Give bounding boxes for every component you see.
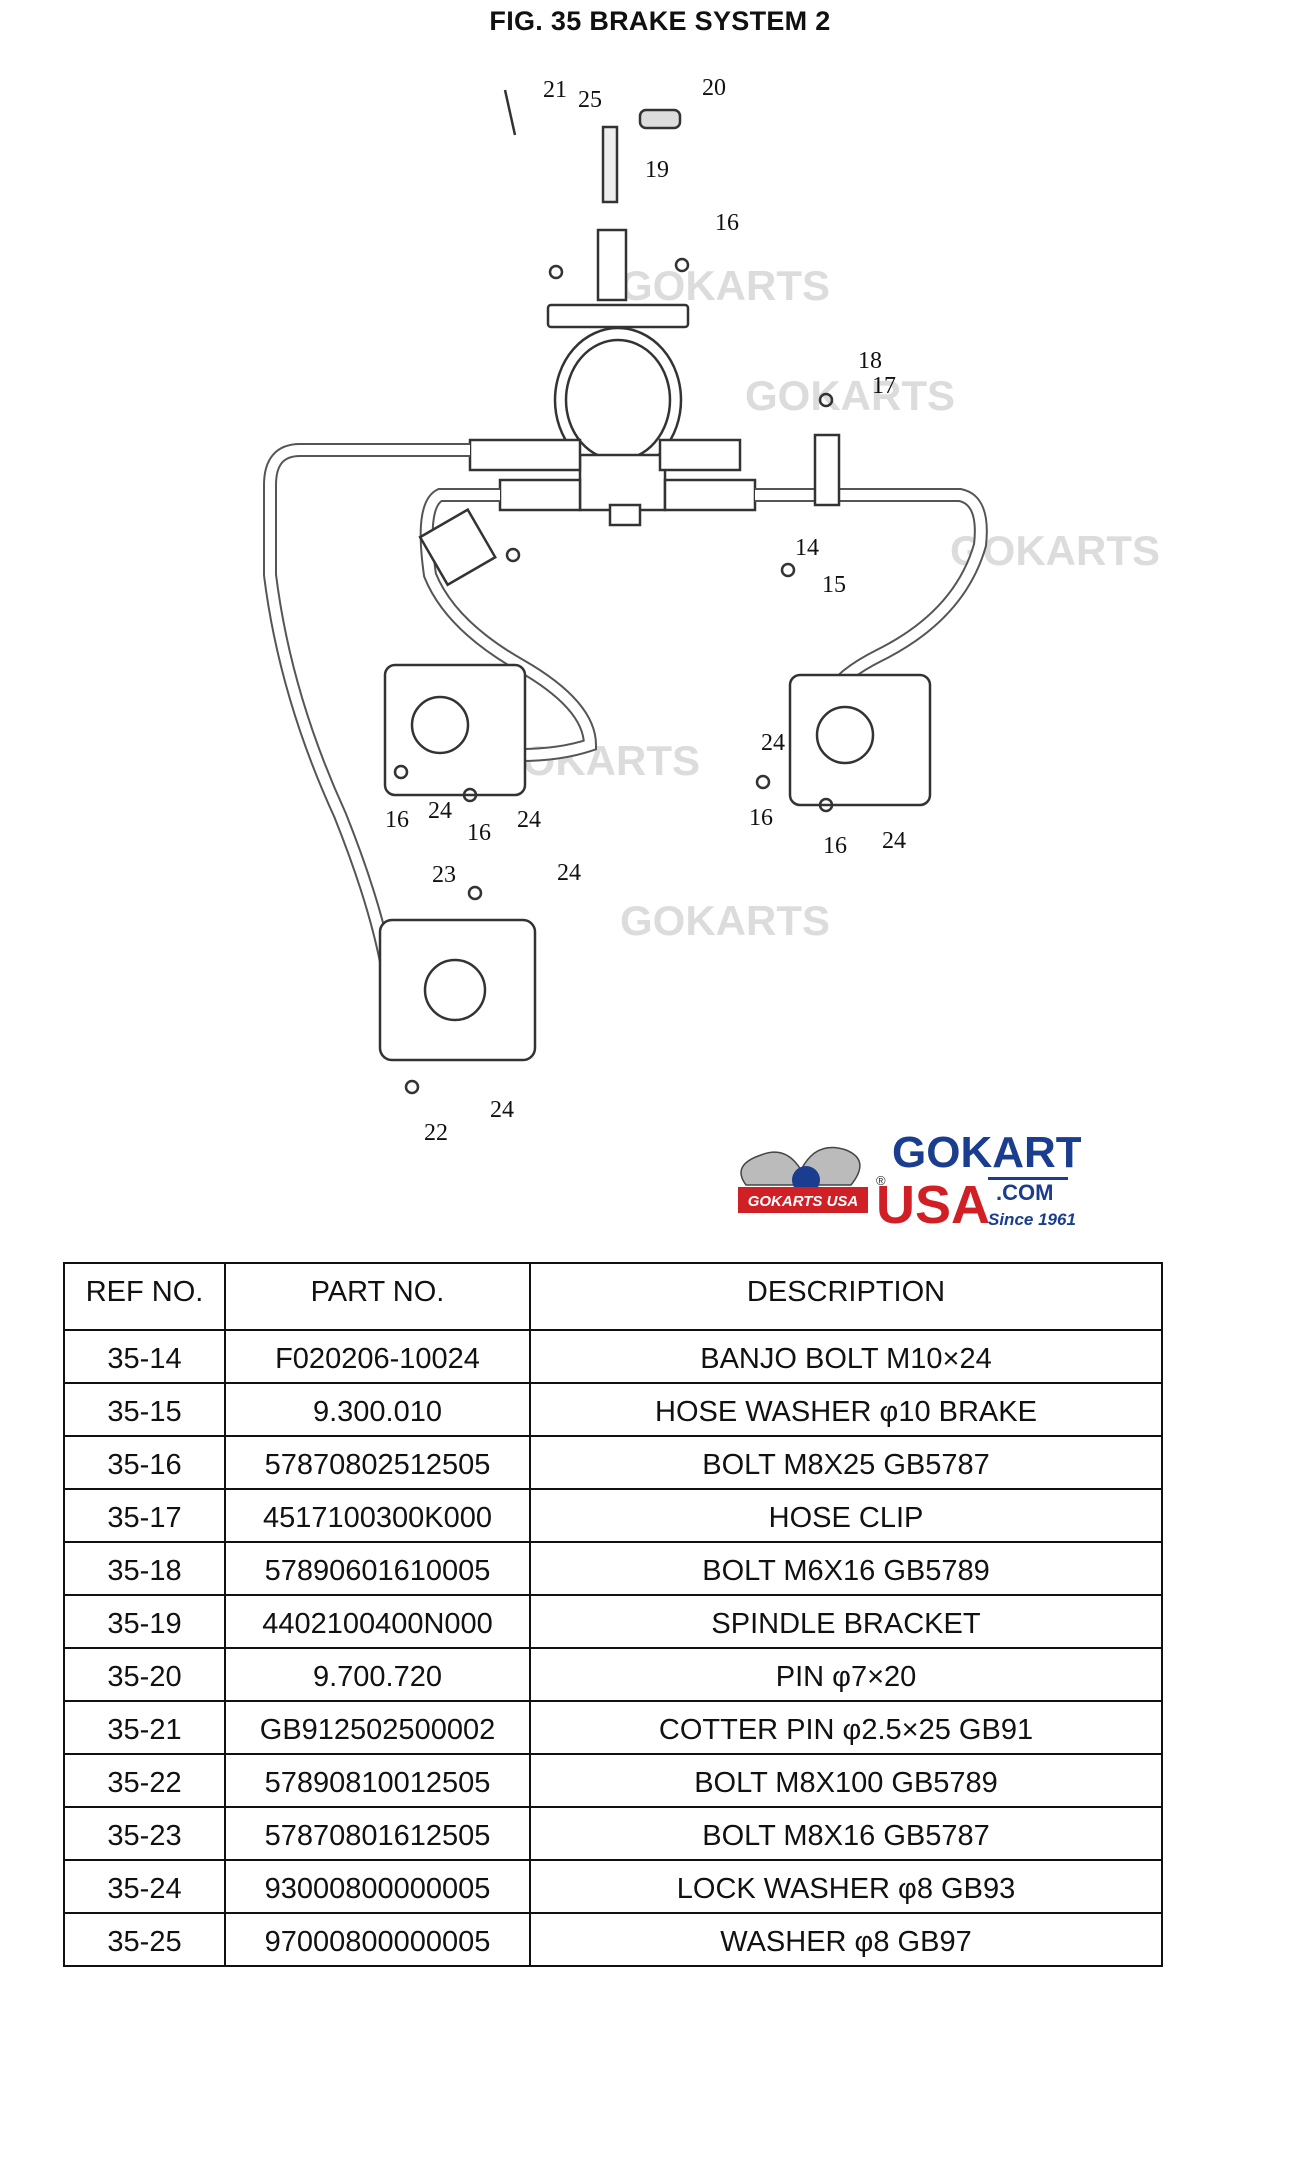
header-description: DESCRIPTION [529,1262,1163,1331]
description: SPINDLE BRACKET [529,1594,1163,1649]
description: BOLT M8X16 GB5787 [529,1806,1163,1861]
callout-16-top: 16 [715,210,739,236]
description: WASHER φ8 GB97 [529,1912,1163,1967]
logo-dotcom: .COM [996,1180,1053,1205]
callout-24-d: 24 [882,828,906,854]
callout-22: 22 [424,1120,448,1146]
svg-text:GOKARTS: GOKARTS [745,372,955,419]
table-header-row: REF NO. PART NO. DESCRIPTION [63,1262,1163,1331]
part-no: 57870802512505 [224,1435,531,1490]
callout-24-a: 24 [761,730,785,756]
brake-system-diagram: GOKARTS GOKARTS GOKARTS GOKARTS GOKARTS [263,75,1160,1146]
ref-no: 35-17 [63,1488,226,1543]
part-no: 93000800000005 [224,1859,531,1914]
callout-23: 23 [432,862,456,888]
ref-no: 35-14 [63,1329,226,1384]
part-no: 4402100400N000 [224,1594,531,1649]
callout-21: 21 [543,77,567,103]
brake-lines [263,89,988,1095]
gokarts-usa-logo: GOKARTS USA GOKARTS USA ® .COM Since 196… [738,1128,1081,1235]
callout-24-b: 24 [428,798,452,824]
part-no: 57890810012505 [224,1753,531,1808]
callout-14: 14 [795,535,819,561]
callout-19: 19 [645,157,669,183]
ref-no: 35-21 [63,1700,226,1755]
callout-16-a: 16 [385,807,409,833]
logo-line2: USA [876,1175,990,1235]
description: BANJO BOLT M10×24 [529,1329,1163,1384]
part-no: 57890601610005 [224,1541,531,1596]
callout-16-d: 16 [823,833,847,859]
part-no: GB912502500002 [224,1700,531,1755]
logo-since: Since 1961 [988,1210,1076,1229]
logo-line1: GOKARTS [892,1128,1081,1177]
header-ref-no: REF NO. [63,1262,226,1331]
part-no: 97000800000005 [224,1912,531,1967]
ref-no: 35-23 [63,1806,226,1861]
description: HOSE WASHER φ10 BRAKE [529,1382,1163,1437]
svg-text:GOKARTS: GOKARTS [620,897,830,944]
svg-text:GOKARTS: GOKARTS [620,262,830,309]
description: BOLT M8X100 GB5789 [529,1753,1163,1808]
callout-24-e: 24 [557,860,581,886]
callout-16-b: 16 [467,820,491,846]
description: HOSE CLIP [529,1488,1163,1543]
part-no: 57870801612505 [224,1806,531,1861]
callout-20: 20 [702,75,726,101]
description: LOCK WASHER φ8 GB93 [529,1859,1163,1914]
callout-15: 15 [822,572,846,598]
callout-16-c: 16 [749,805,773,831]
ref-no: 35-16 [63,1435,226,1490]
callout-18: 18 [858,348,882,374]
callout-24-f: 24 [490,1097,514,1123]
description: COTTER PIN φ2.5×25 GB91 [529,1700,1163,1755]
ref-no: 35-19 [63,1594,226,1649]
part-no: 9.300.010 [224,1382,531,1437]
callout-17: 17 [872,373,896,399]
logo-registered: ® [876,1173,886,1188]
part-no: F020206-10024 [224,1329,531,1384]
description: BOLT M6X16 GB5789 [529,1541,1163,1596]
logo-badge-text: GOKARTS USA [748,1193,859,1210]
part-no: 9.700.720 [224,1647,531,1702]
ref-no: 35-20 [63,1647,226,1702]
ref-no: 35-15 [63,1382,226,1437]
callout-25: 25 [578,87,602,113]
callout-24-c: 24 [517,807,541,833]
part-no: 4517100300K000 [224,1488,531,1543]
ref-no: 35-25 [63,1912,226,1967]
page-title: FIG. 35 BRAKE SYSTEM 2 [489,6,831,36]
ref-no: 35-18 [63,1541,226,1596]
ref-no: 35-24 [63,1859,226,1914]
header-part-no: PART NO. [224,1262,531,1331]
description: PIN φ7×20 [529,1647,1163,1702]
ref-no: 35-22 [63,1753,226,1808]
callout-labels: 21 25 20 19 16 18 17 14 15 24 16 24 16 2… [385,75,906,1146]
description: BOLT M8X25 GB5787 [529,1435,1163,1490]
